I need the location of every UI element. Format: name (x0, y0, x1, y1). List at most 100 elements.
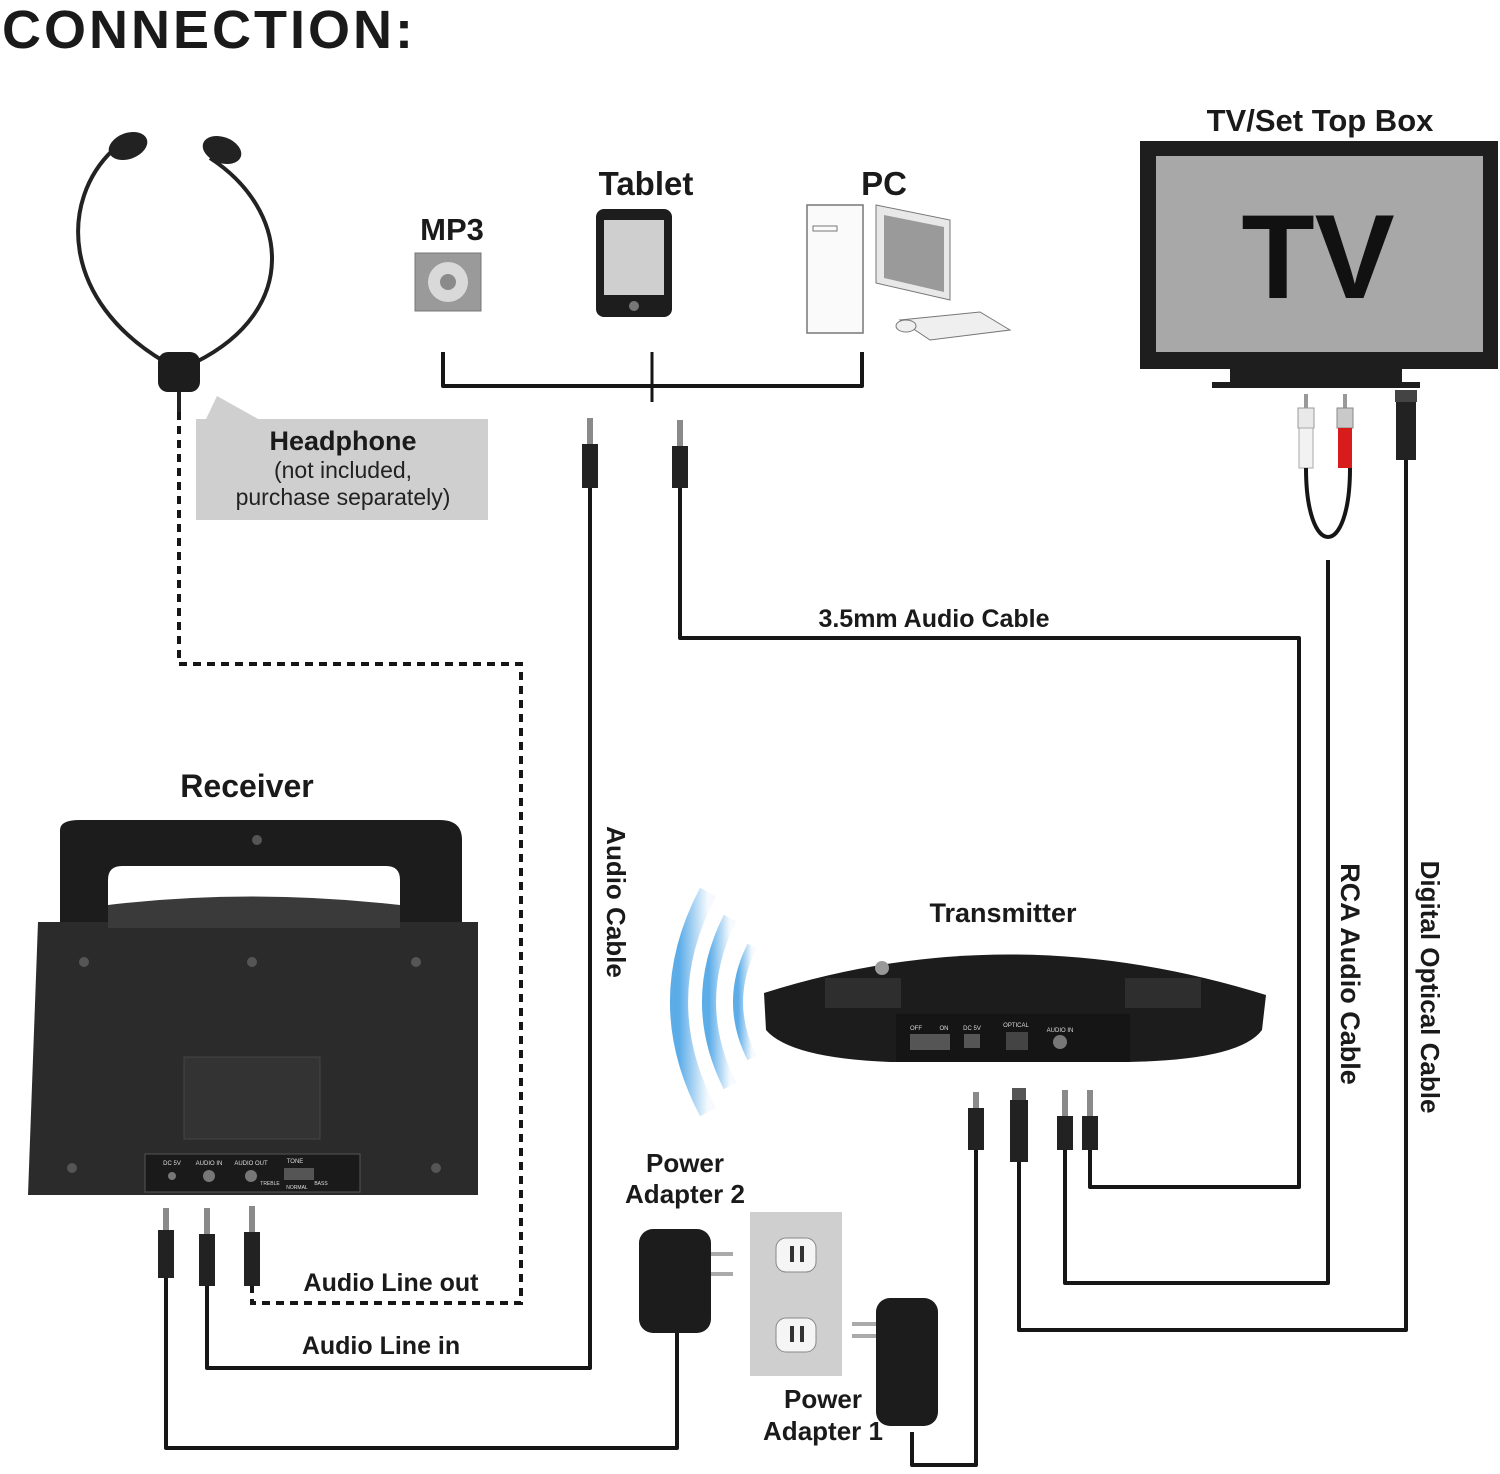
optical-cable-label: Digital Optical Cable (1415, 861, 1445, 1114)
headphone (76, 131, 274, 412)
power-adapter-2: Power Adapter 2 (625, 1148, 745, 1333)
receiver-audio-out-port (245, 1170, 257, 1182)
callout-box (196, 419, 488, 520)
rca-red-pin (1343, 394, 1347, 410)
tx-optical-label: OPTICAL (1003, 1023, 1029, 1029)
rca-y-split (1304, 467, 1352, 539)
audio-line-out-dashed-cable (177, 412, 523, 1305)
jack-receiver-out (244, 1206, 260, 1286)
receiver-screw (247, 957, 257, 967)
audio-cable-label: Audio Cable (601, 826, 631, 978)
pc-mouse (895, 319, 917, 333)
tx-audio-in-port (1053, 1035, 1067, 1049)
adapter-1-prong (852, 1322, 876, 1326)
jack-receiver-dc (158, 1208, 174, 1278)
mp3-label: MP3 (420, 212, 484, 247)
tx-audio-in-label: AUDIO IN (1047, 1028, 1074, 1034)
pc-monitor-screen (884, 215, 944, 292)
power-adapter-2-label-line1: Power (646, 1148, 724, 1178)
earbud-right (202, 135, 242, 165)
receiver-audio-out-label: AUDIO OUT (234, 1161, 268, 1167)
receiver-label: Receiver (180, 768, 313, 804)
outlet-top (775, 1237, 817, 1273)
receiver-handle (60, 820, 462, 928)
receiver-screw (67, 1163, 77, 1173)
jack-tx-rca (1057, 1090, 1073, 1150)
receiver-handle-inner (108, 896, 400, 928)
tv-screen (1156, 156, 1483, 352)
tv-screen-label: TV (1241, 190, 1394, 324)
rca-red-body (1338, 428, 1352, 468)
outlet-bottom (775, 1317, 817, 1353)
audio-cable-line (205, 486, 592, 1370)
rca-cable-label: RCA Audio Cable (1335, 863, 1365, 1085)
tv-set-top-box: TV/Set Top Box TV (1140, 103, 1498, 388)
jack-tx-audio-in (1082, 1090, 1098, 1150)
power-adapter-2-label-line2: Adapter 2 (625, 1179, 745, 1209)
wave-outer (670, 887, 716, 1117)
tv-stand-base (1212, 382, 1420, 388)
mp3-player: MP3 (414, 212, 484, 312)
power-adapter-1-label-line1: Power (784, 1384, 862, 1414)
receiver-dc-port (168, 1172, 176, 1180)
optical-tip (1395, 390, 1417, 402)
jack-tx-dc (968, 1092, 984, 1150)
jack-3-5mm-cable (672, 420, 688, 488)
rca-white-pin (1304, 394, 1308, 410)
adapter-1-prong (852, 1334, 876, 1338)
power-1-cable (910, 1148, 978, 1467)
receiver-dc-port-label: DC 5V (163, 1161, 181, 1167)
adapter-2-prong (711, 1252, 733, 1256)
tx-on-label: ON (940, 1026, 949, 1032)
tx-off-label: OFF (910, 1026, 922, 1032)
jack-plugs (158, 418, 1098, 1286)
tx-power-switch (910, 1034, 950, 1050)
receiver-tone-label: TONE (287, 1159, 304, 1165)
tablet-label: Tablet (599, 165, 694, 202)
optical-cable-line (1017, 460, 1408, 1332)
receiver-audio-in-port (203, 1170, 215, 1182)
tablet-device: Tablet (596, 165, 693, 317)
wall-outlet (750, 1212, 842, 1376)
headphone-wire-right (195, 156, 274, 364)
transmitter-label: Transmitter (929, 898, 1077, 928)
cable-3-5mm-line (678, 486, 1301, 1189)
tablet-screen (604, 220, 664, 295)
transmitter: Transmitter OFF ON DC 5V OPTICAL AUDIO I… (764, 898, 1266, 1062)
tv-box-label: TV/Set Top Box (1207, 103, 1435, 138)
page-title: CONNECTION: (2, 0, 416, 60)
tv-stand (1230, 369, 1402, 383)
receiver-audio-in-label: AUDIO IN (196, 1161, 223, 1167)
callout-pointer (196, 396, 260, 440)
receiver-screw (411, 957, 421, 967)
rca-red-head (1336, 407, 1354, 429)
cable-3-5mm-label: 3.5mm Audio Cable (818, 605, 1049, 633)
receiver-screw (431, 1163, 441, 1173)
headphone-splitter (158, 352, 200, 392)
pc-label: PC (861, 165, 907, 202)
pc-drive-bay (812, 225, 838, 232)
pc-device: PC (806, 165, 1012, 341)
optical-body (1396, 402, 1416, 460)
receiver-normal-label: NORMAL (286, 1185, 308, 1191)
wireless-signal-icon (670, 887, 757, 1117)
adapter-2-prong (711, 1272, 733, 1276)
wave-inner (733, 943, 757, 1061)
jack-receiver-in (199, 1208, 215, 1286)
receiver-tone-switch (284, 1168, 314, 1180)
headphone-callout: Headphone (not included, purchase separa… (196, 396, 488, 520)
receiver-screw (79, 957, 89, 967)
receiver-screw (252, 835, 262, 845)
rca-cable-line (1063, 560, 1330, 1285)
audio-line-out-label: Audio Line out (304, 1269, 480, 1297)
rca-white-body (1298, 427, 1314, 469)
jack-audio-cable (582, 418, 598, 488)
headphone-wire-left (76, 148, 167, 364)
jack-tx-optical (1010, 1088, 1028, 1162)
tx-dc-label: DC 5V (963, 1026, 981, 1032)
receiver-battery-cover (183, 1056, 321, 1140)
adapter-2-body (639, 1229, 711, 1333)
headphone-label: Headphone (269, 426, 416, 456)
